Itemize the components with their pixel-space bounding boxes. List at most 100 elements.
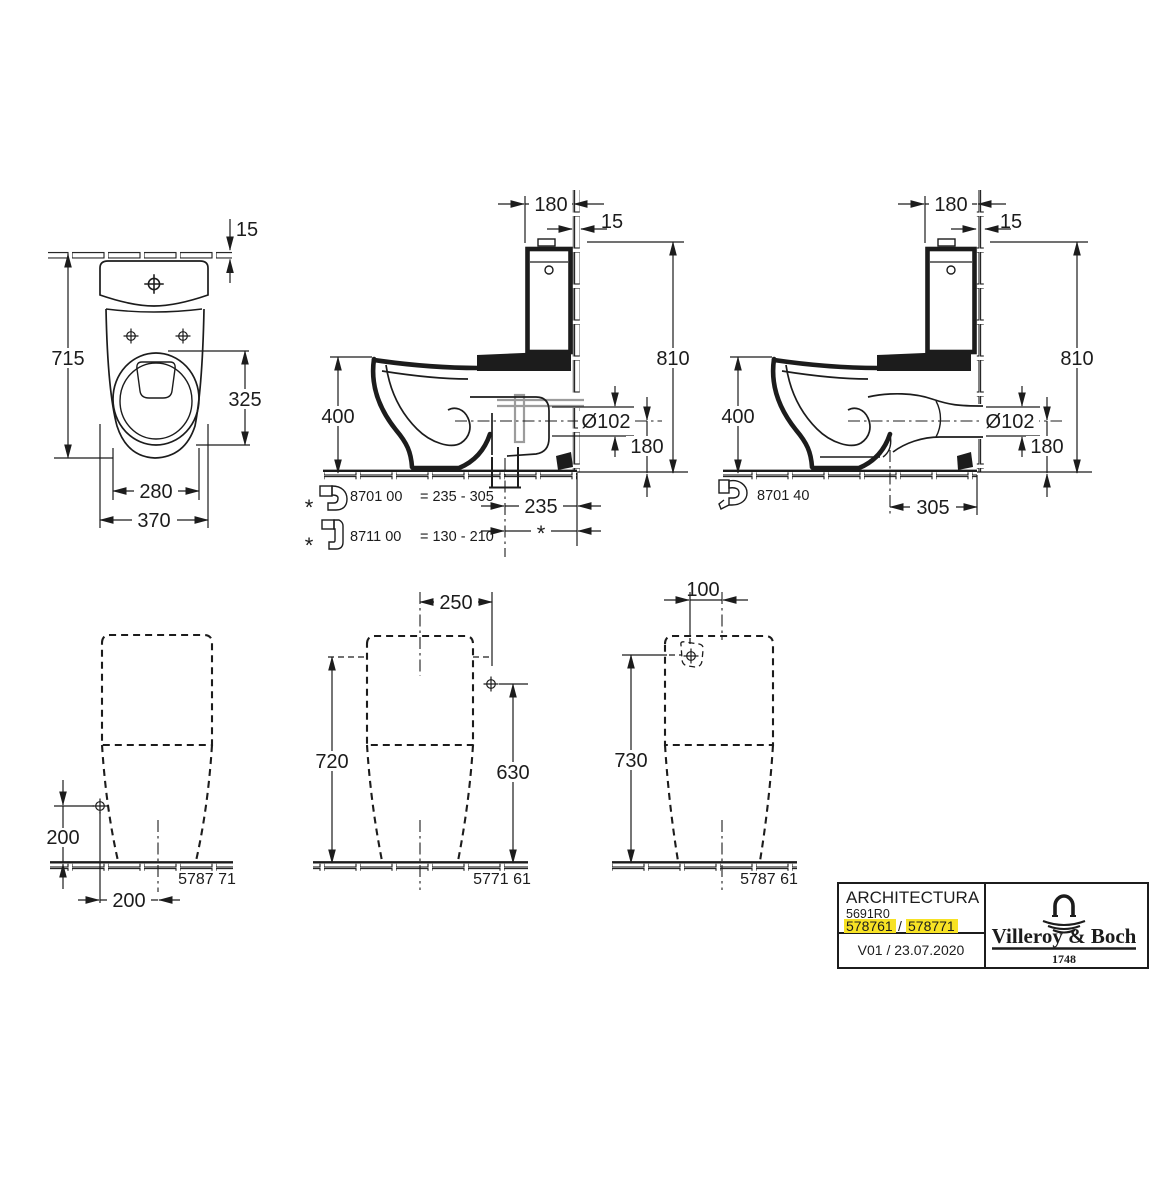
plan-body-shoulder [105, 308, 203, 313]
article-highlight [906, 919, 958, 933]
dim-plan-width: 370 [137, 510, 170, 532]
dim-cistern-depth: 180 [534, 194, 567, 216]
plan-cistern-outline [99, 260, 209, 307]
dim-tile: 15 [1000, 211, 1022, 233]
dim-outlet-dia: Ø102 [986, 411, 1035, 433]
dim-outlet-offset: 235 [524, 496, 557, 518]
dim-plan-opening-length: 325 [228, 389, 261, 411]
dim-outlet-dia: Ø102 [582, 411, 631, 433]
silhouette-body [365, 744, 475, 862]
dim-plan-opening-width: 280 [139, 481, 172, 503]
pipe-elbow-icon-870100 [319, 485, 348, 511]
dim-plan-tile: 15 [236, 219, 258, 241]
water-supply-icon [91, 797, 109, 815]
plan-body-outline [105, 308, 205, 459]
dim-height: 730 [614, 750, 647, 772]
supply-hole-outline [680, 641, 704, 668]
note-range: = 130 - 210 [420, 529, 494, 545]
pipe-elbow-icon-871100 [321, 519, 344, 550]
article-highlight [844, 919, 896, 933]
floor-hatch [323, 472, 577, 480]
side-view-vertical-outlet: 180 15 810 400 Ø102 180 235 [305, 190, 695, 558]
fixing-hole-icon [143, 273, 165, 295]
fixing-hole-icon [174, 327, 192, 345]
outlet-connector-sleeve [513, 393, 526, 444]
wall-hatch [48, 251, 232, 259]
cistern-outline [525, 246, 573, 355]
dim-supply-offset: 200 [112, 890, 145, 912]
note-code: 8701 00 [350, 489, 402, 505]
note-mark: * [305, 533, 314, 558]
wall-bracket [957, 452, 973, 470]
silhouette-side-b: 100 730 5787 61 [609, 579, 798, 890]
outlet-centerline [455, 420, 662, 557]
bowl-profile [370, 356, 493, 471]
dim-rim-height: 400 [321, 406, 354, 428]
article-number-2: 578771 [908, 918, 955, 934]
dim-supply-offset: 250 [439, 592, 472, 614]
bowl-interior [785, 364, 871, 447]
silhouette-cistern [663, 634, 775, 747]
dim-height: 810 [1060, 348, 1093, 370]
seat-section [477, 351, 571, 371]
dim-supply-offset: 100 [686, 579, 719, 601]
dim-tile: 15 [601, 211, 623, 233]
dim-cistern-depth: 180 [934, 194, 967, 216]
series-name: ARCHITECTURA [846, 888, 980, 907]
dim-supply-height: 200 [46, 827, 79, 849]
title-block: ARCHITECTURA 5691R0 578761 / 578771 V01 … [837, 882, 1149, 969]
silhouette-front: 200 200 5787 71 [42, 633, 236, 912]
silhouette-body [663, 744, 775, 862]
note-code: 8711 00 [350, 529, 401, 545]
article-number-1: 578761 [846, 918, 893, 934]
floor-hatch [723, 472, 977, 480]
version-date: V01 / 23.07.2020 [858, 942, 965, 958]
plan-view: 15 715 325 280 370 [46, 219, 268, 532]
dim-supply-height: 630 [496, 762, 529, 784]
note-range: = 235 - 305 [420, 489, 494, 505]
cistern-hole [544, 265, 554, 275]
silhouette-cistern [365, 634, 475, 747]
floor-hatch [612, 863, 797, 871]
rim-line [371, 357, 481, 371]
pipe-elbow-icon-870140 [718, 479, 748, 510]
article-separator: / [898, 918, 902, 934]
plan-flush-funnel [136, 361, 176, 399]
seat-section [877, 351, 971, 371]
plan-seat-outer [112, 352, 200, 446]
floor-hatch [50, 863, 233, 871]
dim-height: 720 [315, 751, 348, 773]
bowl-profile [770, 356, 893, 471]
water-supply-icon [682, 647, 700, 665]
outlet-connector-pipe [497, 398, 584, 408]
silhouette-side-a: 250 720 630 5771 61 [310, 592, 535, 890]
plan-seat-inner [119, 362, 193, 440]
article-label: 5771 61 [473, 871, 531, 888]
silhouette-cistern [100, 633, 214, 747]
bowl-interior [385, 364, 471, 447]
dim-outlet-height: 180 [1030, 436, 1063, 458]
silhouette-body [100, 744, 214, 862]
dim-outlet-offset-variable: * [537, 521, 546, 546]
title-block-border [837, 882, 1149, 969]
dim-outlet-height: 180 [630, 436, 663, 458]
brand-year: 1748 [1052, 952, 1076, 966]
fixing-hole-icon [122, 327, 140, 345]
wall-hatch [572, 190, 580, 472]
flush-button [537, 238, 556, 247]
cistern-hole [946, 265, 956, 275]
water-supply-icon [482, 675, 500, 693]
dim-height: 810 [656, 348, 689, 370]
flush-button [937, 238, 956, 247]
horizontal-outlet-pipe [867, 392, 984, 407]
fountain-icon [1042, 894, 1086, 934]
vb-logo: Villeroy & Boch 1748 [992, 894, 1137, 966]
dim-rim-height: 400 [721, 406, 754, 428]
dim-plan-depth: 715 [51, 348, 84, 370]
rim-line [771, 357, 881, 371]
note-code: 8701 40 [757, 488, 809, 504]
model-number: 5691R0 [846, 907, 890, 921]
brand-name: Villeroy & Boch [992, 924, 1137, 948]
